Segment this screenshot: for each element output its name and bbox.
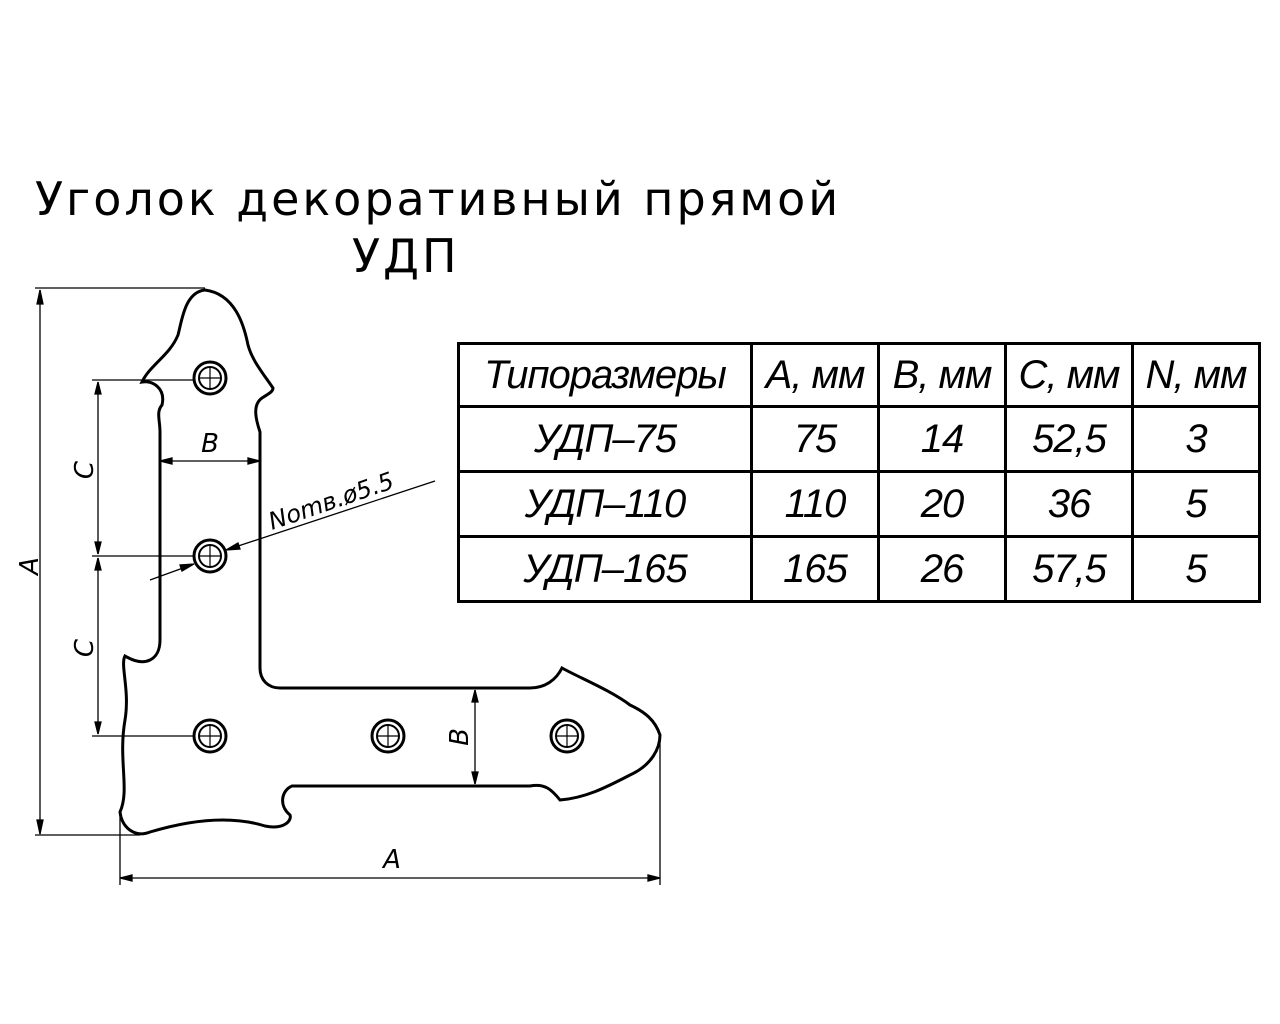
dim-label-b-top: B [201,429,219,459]
table-cell: 110 [750,470,880,538]
header-cell: B, мм [877,342,1007,408]
table-cell: 165 [750,535,880,603]
header-cell: Типоразмеры [457,342,753,408]
table-cell: 3 [1131,405,1261,473]
table-cell: 20 [877,470,1007,538]
hole [192,718,228,754]
table-cell: 75 [750,405,880,473]
hole [370,718,406,754]
dim-label-c-lower: C [70,638,100,657]
header-cell: C, мм [1004,342,1134,408]
title-line1: Уголок декоративный прямой [35,172,841,226]
table-cell: 57,5 [1004,535,1134,603]
size-table: Типоразмеры A, мм B, мм C, мм N, мм УДП–… [457,342,1261,603]
table-cell: УДП–165 [457,535,753,603]
hole [192,360,228,396]
mounting-holes [192,360,585,754]
table-cell: УДП–110 [457,470,753,538]
table-cell: 36 [1004,470,1134,538]
table-cell: 5 [1131,535,1261,603]
header-cell: N, мм [1131,342,1261,408]
title-line2: УДП [352,229,460,283]
table-row: УДП–110 110 20 36 5 [457,470,1261,538]
hole-callout: Nomв.ø5.5 [265,467,398,536]
table-cell: 52,5 [1004,405,1134,473]
header-cell: A, мм [750,342,880,408]
corner-bracket-outline [118,288,662,836]
dimension-lines [35,287,661,885]
hole [192,538,228,574]
table-cell: 14 [877,405,1007,473]
table-cell: 26 [877,535,1007,603]
table-cell: 5 [1131,470,1261,538]
dim-label-b-right: B [445,728,475,746]
dim-label-a-vertical: A [15,557,45,577]
dim-label-a-horizontal: A [381,845,401,875]
table-cell: УДП–75 [457,405,753,473]
dim-label-c-upper: C [70,460,100,479]
table-row: УДП–75 75 14 52,5 3 [457,405,1261,473]
table-row: УДП–165 165 26 57,5 5 [457,535,1261,603]
table-header-row: Типоразмеры A, мм B, мм C, мм N, мм [457,342,1261,408]
hole [549,718,585,754]
